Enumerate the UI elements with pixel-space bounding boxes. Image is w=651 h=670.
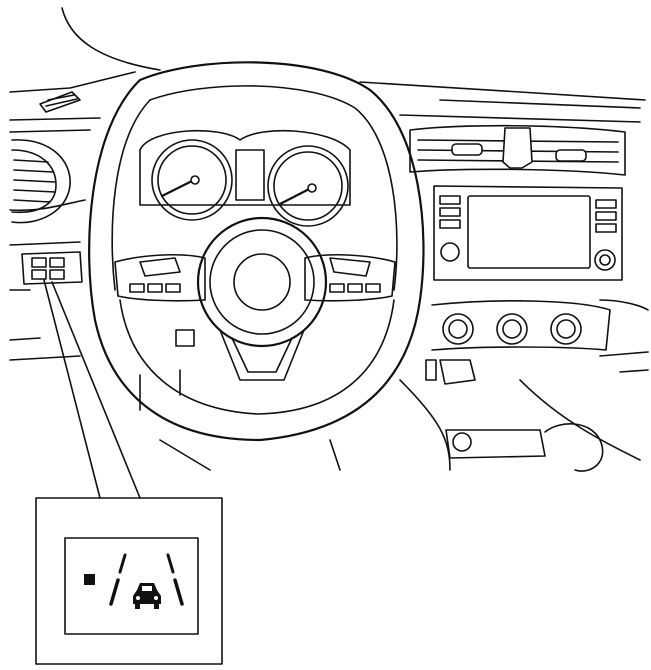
callout-leader bbox=[43, 279, 141, 499]
infotainment-unit bbox=[433, 185, 623, 281]
left-air-vent bbox=[11, 139, 71, 224]
center-console bbox=[399, 359, 641, 472]
steering-wheel bbox=[88, 61, 425, 442]
defroster-vent bbox=[39, 91, 81, 113]
dashboard-upper bbox=[9, 99, 641, 361]
callout-box bbox=[35, 497, 223, 665]
switch-panel bbox=[21, 251, 83, 285]
windshield-lines bbox=[9, 7, 646, 121]
climate-controls bbox=[431, 299, 649, 373]
lane-departure-warning-switch-icon[interactable] bbox=[109, 553, 184, 609]
indicator-light-icon bbox=[84, 574, 95, 585]
steering-column bbox=[139, 369, 341, 471]
center-air-vents bbox=[409, 124, 626, 176]
instrument-cluster bbox=[139, 129, 351, 227]
steering-hub bbox=[114, 216, 396, 381]
